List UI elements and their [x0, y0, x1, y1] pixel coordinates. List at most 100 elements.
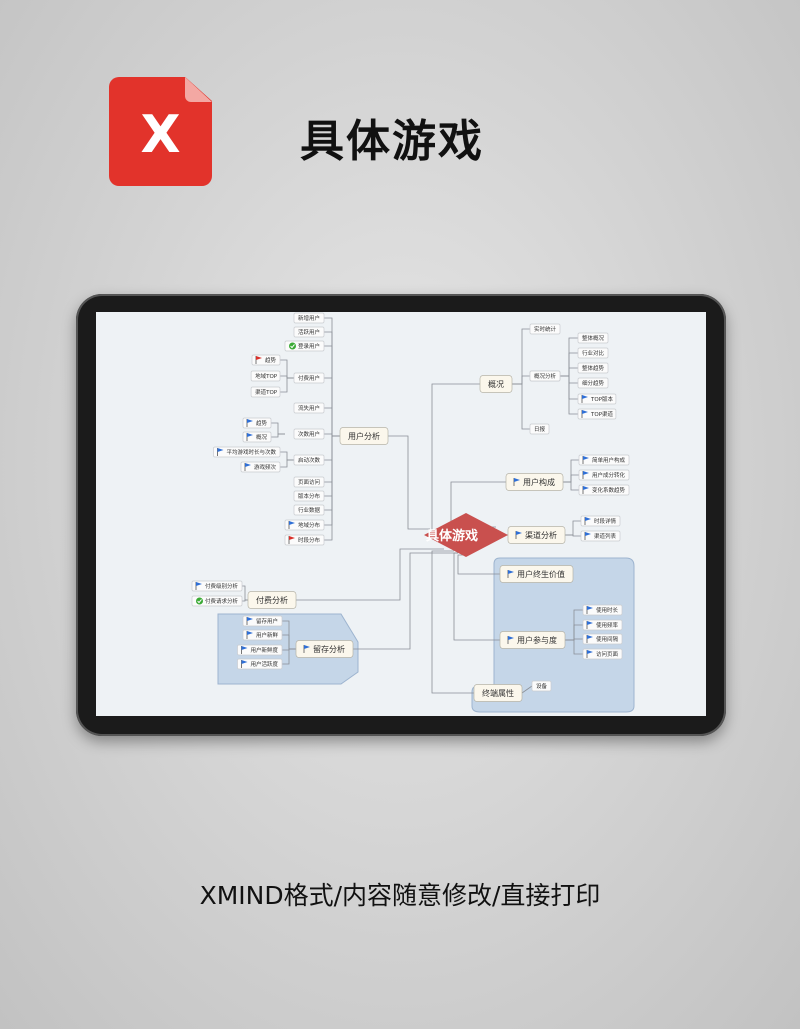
mind-node[interactable]: 终端属性 — [473, 684, 523, 702]
node-box[interactable] — [293, 428, 325, 440]
mind-node[interactable]: 使用时长 — [582, 604, 623, 616]
node-label[interactable]: 新增用户 — [298, 314, 320, 322]
node-box[interactable] — [578, 454, 630, 466]
node-box[interactable] — [582, 604, 623, 616]
node-box[interactable] — [473, 684, 523, 702]
mind-node[interactable]: 页面访问 — [293, 476, 325, 488]
mind-node[interactable]: 地域分布 — [284, 519, 325, 531]
node-label[interactable]: 登录用户 — [298, 342, 320, 350]
node-box[interactable] — [577, 362, 609, 374]
mind-node[interactable]: 活跃用户 — [293, 326, 325, 338]
node-box[interactable] — [240, 461, 281, 473]
mind-node[interactable]: 用户分析 — [339, 427, 389, 445]
node-label[interactable]: 设备 — [536, 682, 548, 690]
mind-node[interactable]: 留存用户 — [242, 615, 283, 627]
node-label[interactable]: 用户分析 — [348, 431, 380, 441]
node-label[interactable]: 渠道分析 — [525, 530, 557, 540]
mind-node[interactable]: 实时统计 — [529, 323, 561, 335]
node-box[interactable] — [577, 347, 609, 359]
mind-node[interactable]: 趋势 — [251, 354, 281, 366]
node-box[interactable] — [577, 332, 609, 344]
node-label[interactable]: 渠道TOP — [255, 388, 278, 396]
node-box[interactable] — [293, 326, 325, 338]
mind-node[interactable]: 用户活跃度 — [237, 658, 283, 670]
node-label[interactable]: 时段详情 — [594, 517, 617, 525]
mind-node[interactable]: 地域TOP — [250, 370, 281, 382]
mind-node[interactable]: 简单用户构成 — [578, 454, 630, 466]
node-box[interactable] — [242, 615, 283, 627]
node-label[interactable]: 实时统计 — [534, 325, 557, 333]
mind-node[interactable]: 时段分布 — [284, 534, 325, 546]
node-box[interactable] — [582, 633, 623, 645]
node-label[interactable]: 付费用户 — [298, 374, 320, 382]
mind-node[interactable]: 付费请求分析 — [191, 595, 243, 607]
node-label[interactable]: 日报 — [534, 425, 546, 433]
node-box[interactable] — [191, 595, 243, 607]
node-label[interactable]: 用户活跃度 — [251, 660, 279, 668]
node-box[interactable] — [531, 680, 552, 692]
mind-node[interactable]: 访问页面 — [582, 648, 623, 660]
node-label[interactable]: 趋势 — [256, 419, 268, 427]
node-label[interactable]: 概况分析 — [534, 372, 557, 380]
node-label[interactable]: 付费分析 — [256, 595, 288, 605]
mind-node[interactable]: 版本分布 — [293, 490, 325, 502]
node-box[interactable] — [237, 658, 283, 670]
mind-node[interactable]: 概况分析 — [529, 370, 561, 382]
mind-node[interactable]: 概况 — [479, 375, 513, 393]
mind-node[interactable]: 用户成分转化 — [578, 469, 630, 481]
node-label[interactable]: 时段分布 — [298, 536, 321, 544]
node-box[interactable] — [250, 386, 281, 398]
node-label[interactable]: 用户构成 — [523, 477, 555, 487]
node-label[interactable]: 活跃用户 — [298, 328, 320, 336]
node-label[interactable]: 游戏频次 — [254, 463, 277, 471]
node-box[interactable] — [237, 644, 283, 656]
mind-node[interactable]: 使用频率 — [582, 619, 623, 631]
node-box[interactable] — [578, 484, 630, 496]
node-label[interactable]: 用户终生价值 — [517, 569, 565, 579]
node-box[interactable] — [578, 469, 630, 481]
mind-node[interactable]: 行业数据 — [293, 504, 325, 516]
node-label[interactable]: 付费级别分析 — [205, 582, 239, 590]
node-box[interactable] — [577, 377, 609, 389]
node-label[interactable]: 使用时长 — [596, 606, 619, 614]
node-label[interactable]: 页面访问 — [298, 478, 320, 486]
node-label[interactable]: 留存用户 — [256, 617, 278, 625]
mind-node[interactable]: TOP版本 — [577, 393, 617, 405]
node-label[interactable]: TOP版本 — [590, 395, 614, 403]
node-label[interactable]: 访问页面 — [596, 650, 619, 658]
mind-node[interactable]: 付费分析 — [247, 591, 297, 609]
mind-node[interactable]: 变化系数趋势 — [578, 484, 630, 496]
mind-node[interactable]: 付费用户 — [293, 372, 325, 384]
mind-node[interactable]: 整体趋势 — [577, 362, 609, 374]
node-box[interactable] — [293, 312, 325, 324]
mind-node[interactable]: 用户参与度 — [499, 631, 566, 649]
node-label[interactable]: 平均游戏时长与次数 — [227, 448, 277, 456]
node-box[interactable] — [293, 504, 325, 516]
node-box[interactable] — [339, 427, 389, 445]
node-label[interactable]: 地域分布 — [298, 521, 321, 529]
mind-node[interactable]: 行业对比 — [577, 347, 609, 359]
node-label[interactable]: 简单用户构成 — [592, 456, 626, 464]
mind-node[interactable]: 使用间隔 — [582, 633, 623, 645]
node-box[interactable] — [529, 370, 561, 382]
node-label[interactable]: 趋势 — [265, 356, 277, 364]
node-label[interactable]: 使用频率 — [596, 621, 619, 629]
mind-node[interactable]: 趋势 — [242, 417, 272, 429]
node-box[interactable] — [577, 408, 617, 420]
node-box[interactable] — [284, 534, 325, 546]
node-label[interactable]: 留存分析 — [313, 644, 345, 654]
node-box[interactable] — [247, 591, 297, 609]
node-label[interactable]: 使用间隔 — [596, 635, 619, 643]
node-box[interactable] — [293, 476, 325, 488]
mind-node[interactable]: 用户新鲜 — [242, 629, 283, 641]
node-box[interactable] — [479, 375, 513, 393]
mind-node[interactable]: 次数用户 — [293, 428, 325, 440]
node-label[interactable]: 概况 — [488, 379, 504, 389]
mind-node[interactable]: 游戏频次 — [240, 461, 281, 473]
center-topic-label[interactable]: 具体游戏 — [426, 528, 478, 544]
node-box[interactable] — [293, 490, 325, 502]
node-label[interactable]: 用户新鲜度 — [251, 646, 279, 654]
mind-node[interactable]: 新增用户 — [293, 312, 325, 324]
mind-node[interactable]: 登录用户 — [284, 340, 325, 352]
node-box[interactable] — [529, 323, 561, 335]
